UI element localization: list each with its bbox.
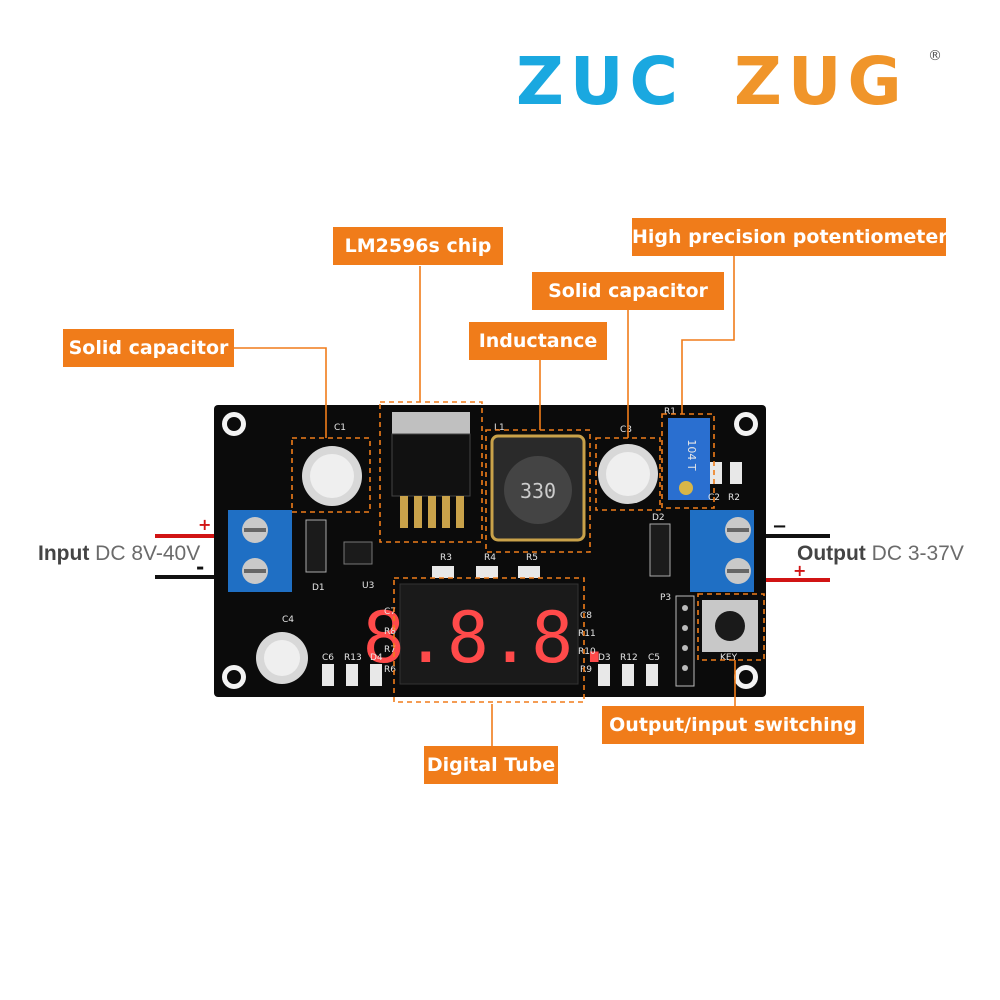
logo-text-blue: ZUC bbox=[516, 44, 684, 114]
callout-solid-capacitor-right: Solid capacitor bbox=[532, 272, 724, 310]
silk-c6: C6 bbox=[322, 653, 334, 663]
regulator-u3 bbox=[343, 541, 373, 565]
silk-r7: R7 bbox=[384, 645, 396, 655]
lm2596-chip bbox=[391, 412, 471, 528]
silk-r8: R8 bbox=[384, 627, 396, 637]
header-p3 bbox=[675, 595, 695, 687]
output-label: Output bbox=[797, 542, 866, 565]
callout-digital-tube: Digital Tube bbox=[424, 746, 558, 784]
silk-c7: C7 bbox=[384, 607, 396, 617]
diode-d2 bbox=[649, 523, 671, 577]
silk-c8: C8 bbox=[580, 611, 592, 621]
silk-p3: P3 bbox=[660, 593, 671, 603]
capacitor-c4 bbox=[256, 632, 308, 684]
smd-components bbox=[322, 462, 742, 686]
silk-key: KEY bbox=[720, 653, 738, 663]
registered-mark: ® bbox=[928, 48, 942, 64]
silk-d1: D1 bbox=[312, 583, 325, 593]
input-label: Input bbox=[38, 542, 90, 565]
silk-r13: R13 bbox=[344, 653, 362, 663]
input-voltage: DC 8V-40V bbox=[95, 542, 201, 565]
silk-r5: R5 bbox=[526, 553, 538, 563]
silk-r10: R10 bbox=[578, 647, 596, 657]
silk-u3: U3 bbox=[362, 581, 374, 591]
capacitor-c1 bbox=[302, 446, 362, 506]
output-plus-mark: + bbox=[793, 561, 806, 580]
input-wires bbox=[155, 534, 235, 579]
diode-d1 bbox=[305, 519, 327, 573]
inductor-marking: 330 bbox=[520, 479, 556, 503]
tactile-key bbox=[702, 600, 758, 652]
input-minus-mark: - bbox=[196, 555, 204, 579]
silk-l1: L1 bbox=[494, 423, 505, 433]
input-spec-label: Input DC 8V-40V bbox=[38, 542, 200, 566]
silk-r4: R4 bbox=[484, 553, 496, 563]
callout-switching: Output/input switching bbox=[602, 706, 864, 744]
callout-inductance: Inductance bbox=[469, 322, 607, 360]
output-terminal-block bbox=[690, 510, 754, 592]
callout-solid-capacitor-left: Solid capacitor bbox=[63, 329, 234, 367]
output-voltage: DC 3-37V bbox=[871, 542, 964, 565]
zuczug-logo: ZUC ZUG ® bbox=[516, 43, 946, 120]
silk-d2: D2 bbox=[652, 513, 665, 523]
silk-r12: R12 bbox=[620, 653, 638, 663]
silk-c3: C3 bbox=[620, 425, 632, 435]
silk-c5: C5 bbox=[648, 653, 660, 663]
potentiometer: 104 T bbox=[668, 418, 710, 500]
capacitor-c3 bbox=[598, 444, 658, 504]
input-plus-mark: + bbox=[198, 515, 211, 534]
input-terminal-block bbox=[228, 510, 292, 592]
output-spec-label: Output DC 3-37V bbox=[797, 542, 964, 566]
callout-lm2596: LM2596s chip bbox=[333, 227, 503, 265]
silk-r9: R9 bbox=[580, 665, 592, 675]
silk-r6: R6 bbox=[384, 665, 396, 675]
silk-d4: D4 bbox=[370, 653, 383, 663]
silk-r11: R11 bbox=[578, 629, 596, 639]
silk-r2: R2 bbox=[728, 493, 740, 503]
silk-r1: R1 bbox=[664, 407, 676, 417]
pot-marking: 104 T bbox=[685, 439, 698, 470]
output-minus-mark: − bbox=[772, 516, 787, 537]
silk-c2: C2 bbox=[708, 493, 720, 503]
logo-text-orange: ZUG bbox=[734, 44, 908, 114]
callout-potentiometer: High precision potentiometer bbox=[632, 218, 948, 256]
inductor-l1: 330 bbox=[490, 434, 586, 542]
silk-r3: R3 bbox=[440, 553, 452, 563]
silk-c1: C1 bbox=[334, 423, 346, 433]
silk-c4: C4 bbox=[282, 615, 294, 625]
silk-d3: D3 bbox=[598, 653, 611, 663]
output-wires bbox=[760, 534, 830, 582]
